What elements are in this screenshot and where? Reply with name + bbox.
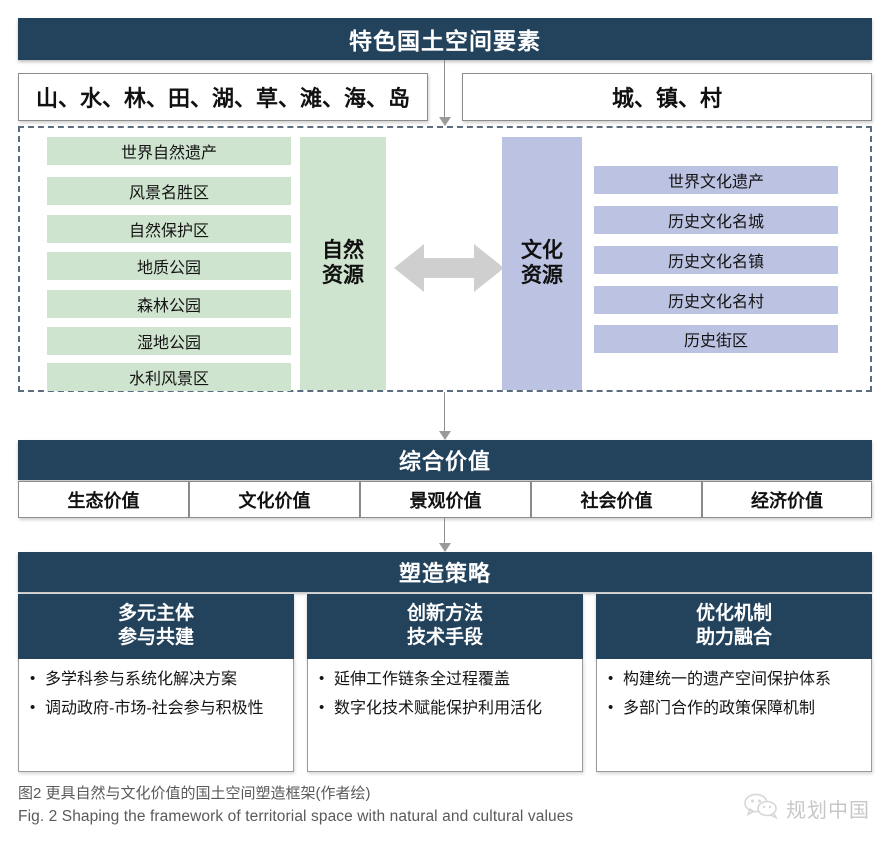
strategy-card-0-bullet-0: 多学科参与系统化解决方案 xyxy=(30,667,285,691)
value-box-0-label: 生态价值 xyxy=(67,490,140,511)
cultural-item-3-label: 历史文化名村 xyxy=(667,294,764,311)
strategy-card-1: 创新方法 技术手段 延伸工作链条全过程覆盖 数字化技术赋能保护利用活化 xyxy=(307,594,583,772)
natural-item-3-label: 地质公园 xyxy=(136,260,201,277)
strategy-band-label: 塑造策略 xyxy=(398,561,491,586)
strategy-card-1-body: 延伸工作链条全过程覆盖 数字化技术赋能保护利用活化 xyxy=(307,658,583,772)
value-box-0: 生态价值 xyxy=(18,481,189,518)
connector-arrowhead xyxy=(439,117,451,126)
cultural-item-4-label: 历史街区 xyxy=(683,333,748,350)
connector-stem xyxy=(444,392,445,431)
strategy-card-2-title-line2: 助力融合 xyxy=(695,626,772,648)
natural-item-4-label: 森林公园 xyxy=(136,298,201,315)
double-headed-arrow-icon xyxy=(394,240,504,296)
natural-item-6: 水利风景区 xyxy=(47,363,291,391)
strategy-card-2-list: 构建统一的遗产空间保护体系 多部门合作的政策保障机制 xyxy=(603,667,863,721)
strategy-card-0-bullet-1: 调动政府-市场-社会参与积极性 xyxy=(30,697,285,720)
strategy-card-2-body: 构建统一的遗产空间保护体系 多部门合作的政策保障机制 xyxy=(596,658,872,772)
strategy-card-0: 多元主体 参与共建 多学科参与系统化解决方案 调动政府-市场-社会参与积极性 xyxy=(18,594,294,772)
element-box-natural: 山、水、林、田、湖、草、滩、海、岛 xyxy=(18,73,428,121)
strategy-card-0-title-line2: 参与共建 xyxy=(117,626,194,648)
strategy-card-2-title-line1: 优化机制 xyxy=(695,603,772,624)
strategy-card-2-header: 优化机制 助力融合 xyxy=(596,594,872,659)
value-band-title: 综合价值 xyxy=(18,440,872,480)
strategy-card-0-title-line1: 多元主体 xyxy=(117,603,194,624)
connector-arrow-bottom xyxy=(438,518,452,552)
natural-item-2: 自然保护区 xyxy=(47,215,291,243)
value-box-1-label: 文化价值 xyxy=(238,490,311,511)
cultural-item-3: 历史文化名村 xyxy=(594,286,838,314)
value-box-2-label: 景观价值 xyxy=(409,490,482,511)
strategy-card-1-bullet-0: 延伸工作链条全过程覆盖 xyxy=(319,667,574,691)
value-box-3: 社会价值 xyxy=(531,481,702,518)
connector-stem xyxy=(444,60,445,117)
figure-caption-zh: 图2 更具自然与文化价值的国土空间塑造框架(作者绘) xyxy=(18,785,371,802)
watermark-label: 规划中国 xyxy=(786,800,870,822)
value-box-4-label: 经济价值 xyxy=(751,490,823,511)
strategy-card-0-body: 多学科参与系统化解决方案 调动政府-市场-社会参与积极性 xyxy=(18,658,294,772)
strategy-card-1-bullet-1: 数字化技术赋能保护利用活化 xyxy=(319,697,574,720)
natural-resources-column: 自然 资源 xyxy=(300,137,386,390)
connector-arrow-middle xyxy=(438,392,452,440)
value-box-3-label: 社会价值 xyxy=(580,490,653,511)
strategy-card-0-list: 多学科参与系统化解决方案 调动政府-市场-社会参与积极性 xyxy=(25,667,285,721)
cultural-item-0: 世界文化遗产 xyxy=(594,166,838,194)
value-box-1: 文化价值 xyxy=(189,481,360,518)
cultural-item-4: 历史街区 xyxy=(594,325,838,353)
strategy-card-2-bullet-0: 构建统一的遗产空间保护体系 xyxy=(608,667,863,691)
cultural-item-2: 历史文化名镇 xyxy=(594,246,838,274)
natural-item-5: 湿地公园 xyxy=(47,327,291,355)
natural-item-4: 森林公园 xyxy=(47,290,291,318)
element-box-settlement: 城、镇、村 xyxy=(462,73,872,121)
top-band-title: 特色国土空间要素 xyxy=(18,18,872,60)
connector-arrowhead xyxy=(439,431,451,440)
natural-resources-line2: 资源 xyxy=(322,263,364,287)
element-box-natural-label: 山、水、林、田、湖、草、滩、海、岛 xyxy=(35,86,410,111)
natural-item-2-label: 自然保护区 xyxy=(128,223,209,240)
element-box-settlement-label: 城、镇、村 xyxy=(611,86,722,111)
natural-item-5-label: 湿地公园 xyxy=(136,335,201,352)
strategy-card-1-header: 创新方法 技术手段 xyxy=(307,594,583,659)
figure-caption: 图2 更具自然与文化价值的国土空间塑造框架(作者绘) Fig. 2 Shapin… xyxy=(18,782,718,829)
value-band-label: 综合价值 xyxy=(398,449,491,474)
cultural-item-1: 历史文化名城 xyxy=(594,206,838,234)
strategy-card-1-title-line1: 创新方法 xyxy=(406,603,483,624)
natural-item-1: 风景名胜区 xyxy=(47,177,291,205)
strategy-card-2: 优化机制 助力融合 构建统一的遗产空间保护体系 多部门合作的政策保障机制 xyxy=(596,594,872,772)
natural-item-1-label: 风景名胜区 xyxy=(128,185,209,202)
value-box-4: 经济价值 xyxy=(702,481,872,518)
cultural-item-2-label: 历史文化名镇 xyxy=(667,254,764,271)
strategy-card-0-header: 多元主体 参与共建 xyxy=(18,594,294,659)
natural-item-6-label: 水利风景区 xyxy=(128,371,209,388)
natural-item-0-label: 世界自然遗产 xyxy=(120,145,217,162)
cultural-item-1-label: 历史文化名城 xyxy=(667,214,764,231)
strategy-card-2-bullet-1: 多部门合作的政策保障机制 xyxy=(608,697,863,720)
natural-resources-line1: 自然 xyxy=(322,238,364,262)
strategy-band-title: 塑造策略 xyxy=(18,552,872,592)
strategy-card-1-title-line2: 技术手段 xyxy=(406,626,483,648)
cultural-resources-column: 文化 资源 xyxy=(502,137,582,390)
connector-stem xyxy=(444,518,445,543)
watermark: 规划中国 xyxy=(744,793,870,824)
wechat-icon xyxy=(744,793,778,824)
top-band-label: 特色国土空间要素 xyxy=(349,28,541,54)
value-box-2: 景观价值 xyxy=(360,481,531,518)
cultural-resources-line2: 资源 xyxy=(521,263,563,287)
natural-item-3: 地质公园 xyxy=(47,252,291,280)
cultural-item-0-label: 世界文化遗产 xyxy=(667,174,764,191)
strategy-card-1-list: 延伸工作链条全过程覆盖 数字化技术赋能保护利用活化 xyxy=(314,667,574,721)
cultural-resources-line1: 文化 xyxy=(521,238,563,262)
natural-item-0: 世界自然遗产 xyxy=(47,137,291,165)
connector-arrowhead xyxy=(439,543,451,552)
connector-arrow-top xyxy=(438,60,452,126)
figure-caption-en: Fig. 2 Shaping the framework of territor… xyxy=(18,808,574,826)
